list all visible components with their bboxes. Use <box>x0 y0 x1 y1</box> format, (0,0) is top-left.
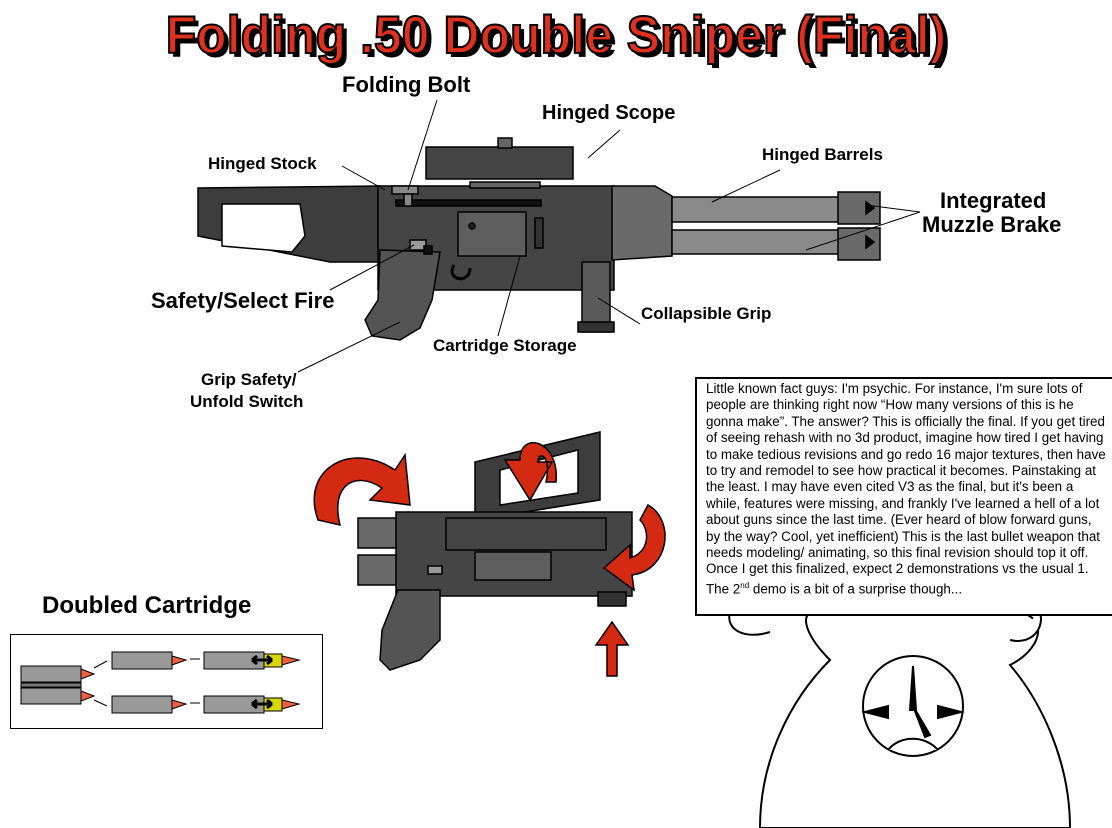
cartridge-box <box>10 634 323 729</box>
note-text-end: demo is a bit of a surprise though... <box>749 581 963 597</box>
double-arrow-icon <box>251 654 273 666</box>
note-superscript: nd <box>740 580 750 590</box>
label-cartridge-storage: Cartridge Storage <box>433 336 577 355</box>
pistol-grip <box>364 249 441 341</box>
rifle-unfolded <box>197 137 881 341</box>
cartridge-storage <box>457 211 527 257</box>
barrel-top <box>671 196 841 223</box>
label-safety-select-fire: Safety/Select Fire <box>151 288 335 313</box>
label-unfold-switch: Unfold Switch <box>190 392 304 411</box>
double-arrow-icon <box>251 698 273 710</box>
author-note: Little known fact guys: I'm psychic. For… <box>695 377 1112 616</box>
leader-lines <box>297 99 921 373</box>
label-integrated: Integrated <box>940 188 1047 213</box>
barrel-bottom <box>671 229 841 255</box>
page-title: Folding .50 Double Sniper (Final) <box>165 5 948 66</box>
rifle-folded <box>357 431 633 671</box>
label-hinged-stock: Hinged Stock <box>208 154 317 173</box>
fold-arrows <box>313 442 666 677</box>
scope <box>425 146 574 180</box>
doubled-cartridge-diagram <box>20 651 301 714</box>
rotate-arrow-icon <box>602 503 666 592</box>
cartoon-creature <box>728 611 1072 828</box>
note-text: Little known fact guys: I'm psychic. For… <box>706 381 1106 597</box>
label-doubled-cartridge: Doubled Cartridge <box>42 592 252 619</box>
label-hinged-barrels: Hinged Barrels <box>762 145 883 164</box>
label-grip-safety: Grip Safety/ <box>201 370 297 389</box>
label-hinged-scope: Hinged Scope <box>542 102 676 124</box>
label-collapsible-grip: Collapsible Grip <box>641 304 772 323</box>
rotate-arrow-icon <box>313 452 411 527</box>
up-arrow-icon <box>594 620 630 677</box>
label-folding-bolt: Folding Bolt <box>342 72 471 97</box>
muzzle-brake-bottom <box>837 227 881 261</box>
rotate-arrow-icon <box>503 442 557 502</box>
label-muzzle-brake: Muzzle Brake <box>922 212 1062 237</box>
